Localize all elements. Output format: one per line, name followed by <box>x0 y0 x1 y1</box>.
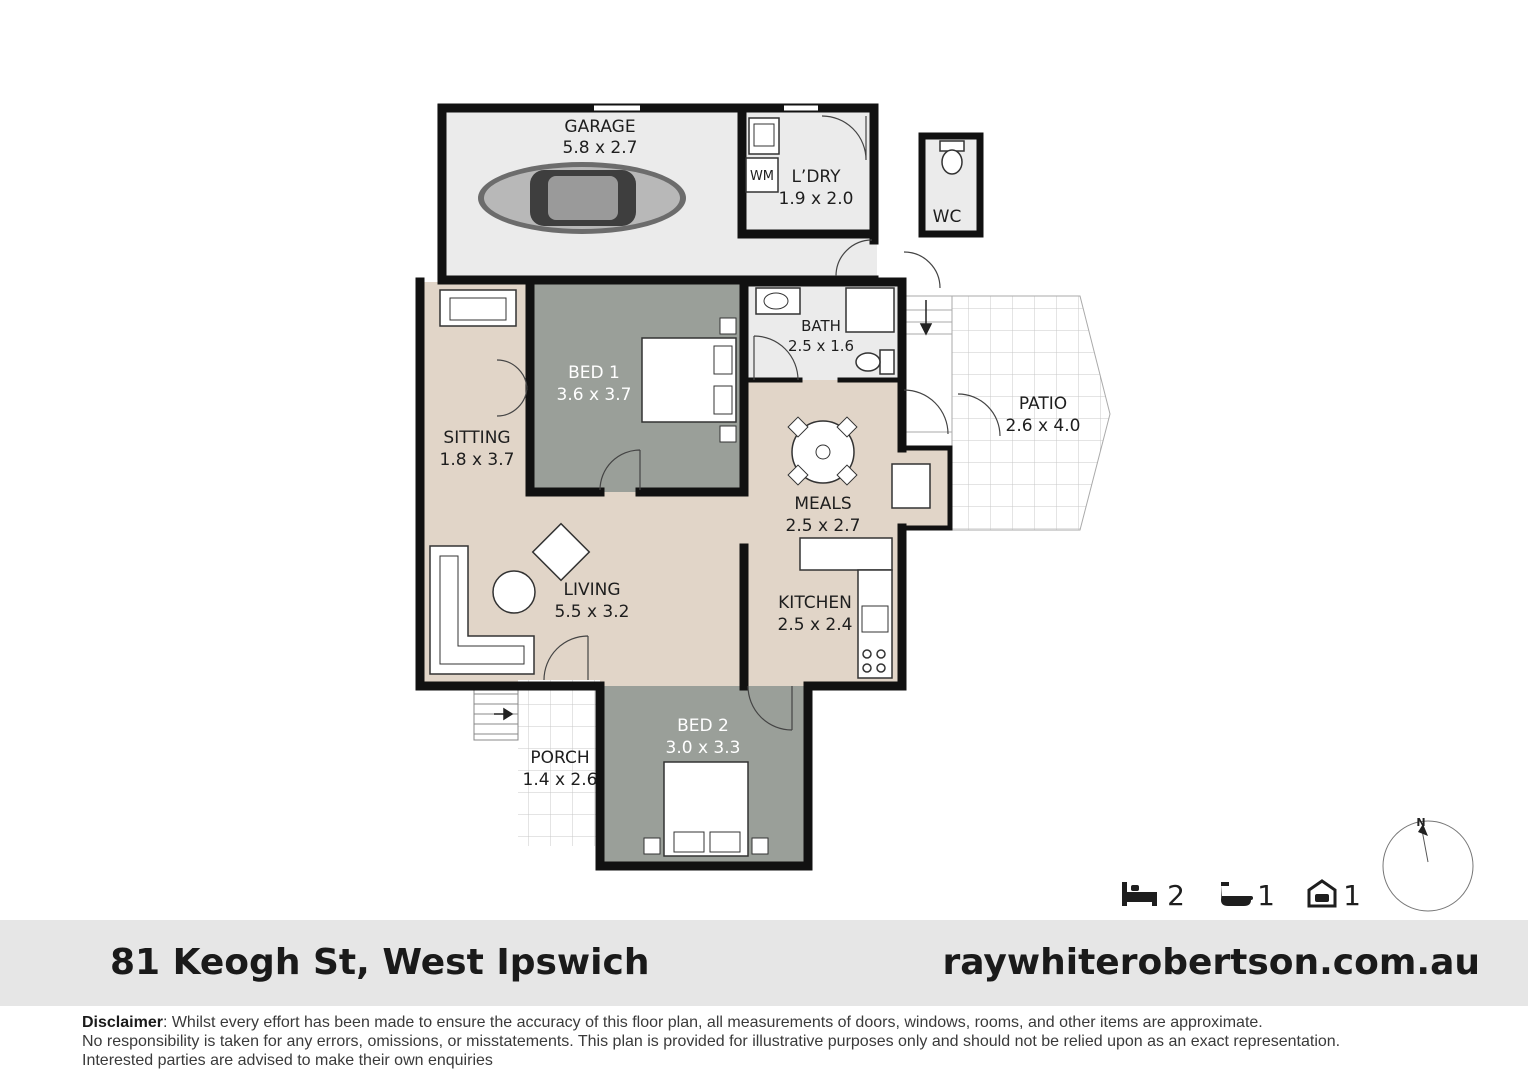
bed1-label: BED 1 3.6 x 3.7 <box>557 363 632 405</box>
garage-label: GARAGE 5.8 x 2.7 <box>563 117 638 158</box>
svg-text:2.5 x 2.7: 2.5 x 2.7 <box>786 516 861 536</box>
patio-area <box>903 295 1111 531</box>
svg-text:2.5 x 2.4: 2.5 x 2.4 <box>778 615 853 635</box>
laundry-tub-icon <box>748 117 780 155</box>
disclaimer-text-1: : Whilst every effort has been made to e… <box>162 1014 1263 1031</box>
armchair-icon <box>531 522 591 582</box>
living-label: LIVING 5.5 x 3.2 <box>555 580 630 622</box>
svg-text:GARAGE: GARAGE <box>564 117 635 137</box>
toilet-icon <box>939 140 965 175</box>
wm-label: WM <box>750 169 774 184</box>
washing-machine-icon <box>745 157 779 193</box>
svg-text:3.6 x 3.7: 3.6 x 3.7 <box>557 385 632 405</box>
svg-text:3.0 x 3.3: 3.0 x 3.3 <box>666 738 741 758</box>
bed-count: 2 <box>1122 879 1185 912</box>
porch-label: PORCH 1.4 x 2.6 <box>523 748 598 790</box>
bathtub-icon <box>1221 882 1253 906</box>
wc-label: WC <box>933 207 962 227</box>
laundry-label: L’DRY 1.9 x 2.0 <box>779 167 854 209</box>
disclaimer-line-1: Disclaimer: Whilst every effort has been… <box>82 1013 1502 1032</box>
svg-text:LIVING: LIVING <box>563 580 620 600</box>
bath-count: 1 <box>1221 879 1275 912</box>
svg-text:2: 2 <box>1167 879 1185 912</box>
svg-text:5.5 x 3.2: 5.5 x 3.2 <box>555 602 630 622</box>
coffee-table-icon <box>492 570 536 614</box>
bed-icon-2 <box>643 761 769 857</box>
meals-label: MEALS 2.5 x 2.7 <box>786 494 861 536</box>
svg-text:2.6 x 4.0: 2.6 x 4.0 <box>1006 416 1081 436</box>
svg-text:PORCH: PORCH <box>530 748 589 768</box>
kitchen-label: KITCHEN 2.5 x 2.4 <box>778 593 853 635</box>
footer-band <box>0 920 1528 1006</box>
svg-text:1.4 x 2.6: 1.4 x 2.6 <box>523 770 598 790</box>
svg-text:MEALS: MEALS <box>794 494 851 514</box>
svg-text:SITTING: SITTING <box>443 428 510 448</box>
disclaimer-line-3: Interested parties are advised to make t… <box>82 1052 493 1069</box>
svg-text:1.8 x 3.7: 1.8 x 3.7 <box>440 450 515 470</box>
svg-text:5.8 x 2.7: 5.8 x 2.7 <box>563 138 638 158</box>
dining-table-icon <box>787 416 858 486</box>
car-icon <box>478 162 686 234</box>
property-address: 81 Keogh St, West Ipswich <box>110 942 650 983</box>
bath-toilet-icon <box>855 349 895 375</box>
svg-text:2.5 x 1.6: 2.5 x 1.6 <box>788 337 854 355</box>
disclaimer-heading: Disclaimer <box>82 1014 163 1031</box>
svg-text:1: 1 <box>1343 879 1361 912</box>
disclaimer: Disclaimer: Whilst every effort has been… <box>82 1013 1502 1070</box>
agency-website: raywhiterobertson.com.au <box>942 942 1480 983</box>
svg-text:1: 1 <box>1257 879 1275 912</box>
walls <box>415 103 984 871</box>
bed-stat-icon <box>1122 882 1157 906</box>
disclaimer-line-2: No responsibility is taken for any error… <box>82 1033 1341 1050</box>
svg-text:KITCHEN: KITCHEN <box>778 593 852 613</box>
bed2-label: BED 2 3.0 x 3.3 <box>666 716 741 758</box>
svg-text:BATH: BATH <box>801 317 841 335</box>
windows <box>594 105 818 111</box>
sitting-label: SITTING 1.8 x 3.7 <box>440 428 515 470</box>
svg-text:PATIO: PATIO <box>1019 394 1067 414</box>
lounge-icon <box>429 545 535 675</box>
porch-area <box>473 680 600 846</box>
compass: N <box>1382 816 1474 912</box>
patio-label: PATIO 2.6 x 4.0 <box>1006 394 1081 436</box>
svg-text:BED 1: BED 1 <box>568 363 620 383</box>
doors <box>496 115 1001 731</box>
svg-text:BED 2: BED 2 <box>677 716 729 736</box>
fridge-icon <box>891 463 931 509</box>
bed-icon <box>641 317 737 443</box>
garage-icon <box>1307 879 1337 908</box>
compass-north-label: N <box>1416 816 1425 829</box>
car-count: 1 <box>1307 879 1361 912</box>
basin-icon <box>755 287 801 315</box>
shower-icon <box>845 287 895 333</box>
svg-text:L’DRY: L’DRY <box>791 167 841 187</box>
sofa-icon <box>439 289 517 327</box>
svg-text:1.9 x 2.0: 1.9 x 2.0 <box>779 189 854 209</box>
kitchen-bench-icon <box>799 537 893 679</box>
bath-label: BATH 2.5 x 1.6 <box>788 317 854 355</box>
